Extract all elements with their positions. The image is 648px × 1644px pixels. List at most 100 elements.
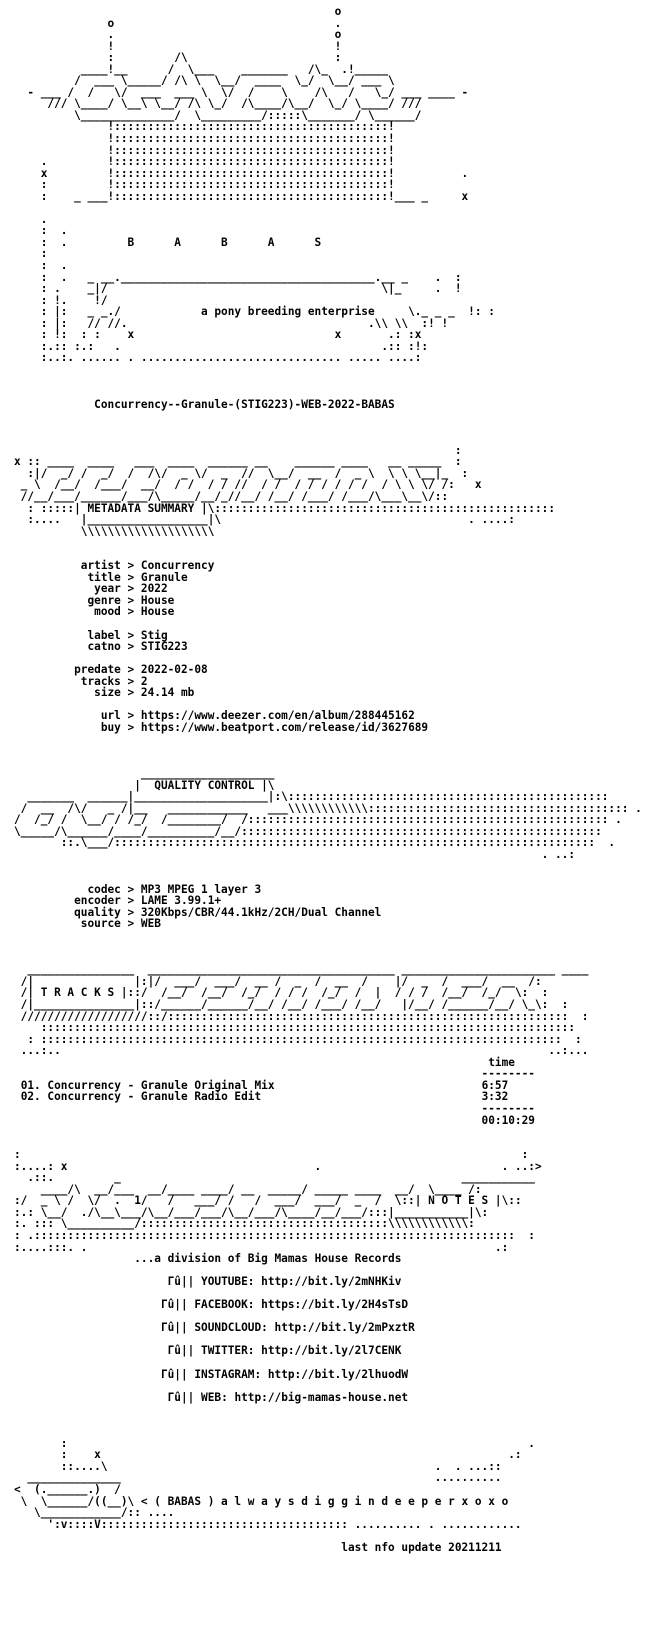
notes-link-web: Γû|| WEB: http://big-mamas-house.net bbox=[167, 1390, 409, 1404]
logo-art: : !. !/ bbox=[14, 293, 108, 307]
metadata-tracks-value: 2 bbox=[140, 674, 148, 688]
logo-art: /// \____/ \__\ \__/ /\ \_/ /\____/\__/ … bbox=[14, 97, 422, 111]
logo-art: ____!__ / \___ _______ /\_ .!_____ bbox=[14, 62, 389, 76]
notes-link-youtube: Γû|| YOUTUBE: http://bit.ly/2mNHKiv bbox=[167, 1275, 402, 1289]
metadata-section-title: METADATA SUMMARY bbox=[87, 501, 195, 515]
footer-art: : x .: bbox=[14, 1448, 522, 1462]
blank-line bbox=[14, 1403, 642, 1415]
tracks-banner-art: ________________ _______________________… bbox=[14, 963, 589, 977]
release-name-line: Concurrency--Granule-(STIG223)-WEB-2022-… bbox=[14, 398, 642, 411]
tracks-title-line: /| T R A C K S |::/ /__/ /__/ /_/ / / / … bbox=[14, 986, 549, 1000]
logo-art: !:::::::::::::::::::::::::::::::::::::::… bbox=[14, 120, 395, 134]
footer-art: ::....\ . . ...:: bbox=[14, 1459, 502, 1473]
logo-art: :.:: :.: . .:: :!: bbox=[14, 339, 429, 353]
notes-banner-art: :....: x . . ..:> bbox=[14, 1159, 542, 1173]
tracks-banner-art: ///////////////////::/::::::::::::::::::… bbox=[14, 1009, 589, 1023]
logo-art: : bbox=[14, 247, 48, 261]
notes-link-url[interactable]: http://bit.ly/2mNHKiv bbox=[261, 1275, 402, 1289]
last-update: last nfo update 20211211 bbox=[341, 1540, 502, 1554]
metadata-buy-row: buy > https://www.beatport.com/release/i… bbox=[14, 720, 429, 734]
metadata-label-value: Stig bbox=[140, 628, 168, 642]
tracks-rule: -------- bbox=[14, 1067, 535, 1081]
quality-encoder-value: LAME 3.99.1+ bbox=[140, 894, 222, 908]
blank-line bbox=[14, 941, 642, 953]
blank-line bbox=[14, 1530, 642, 1542]
blank-line bbox=[14, 376, 642, 388]
notes-link-label: SOUNDCLOUD bbox=[194, 1321, 262, 1335]
logo-art: x !:::::::::::::::::::::::::::::::::::::… bbox=[14, 166, 469, 180]
tagline-line: : |: _ _./ a pony breeding enterprise \.… bbox=[14, 305, 495, 319]
blank-line bbox=[14, 1415, 642, 1427]
metadata-mood-row: mood > House bbox=[14, 605, 175, 619]
logo-art: : . _|/ \|_ . ! bbox=[14, 282, 462, 296]
logo-art: - ___ / / \/ ___ ___ \ \/ / \ /\ / \_/ _… bbox=[14, 85, 469, 99]
metadata-predate-row: predate > 2022-02-08 bbox=[14, 663, 208, 677]
metadata-catno-row: catno > STIG223 bbox=[14, 640, 188, 654]
logo-art: : |: // //. .\\ \\ :! ! bbox=[14, 316, 449, 330]
tagline: a pony breeding enterprise bbox=[201, 305, 375, 319]
blank-line bbox=[14, 1126, 642, 1138]
metadata-size-row: size > 24.14 mb bbox=[14, 686, 195, 700]
logo-art: . o bbox=[14, 28, 342, 42]
metadata-banner-art: : bbox=[14, 443, 462, 457]
logo-art: !:::::::::::::::::::::::::::::::::::::::… bbox=[14, 143, 395, 157]
notes-banner-art: : : bbox=[14, 1148, 529, 1162]
track-number: 02. bbox=[20, 1090, 41, 1104]
blank-line bbox=[14, 930, 642, 942]
quality-codec-row: codec > MP3 MPEG 1 layer 3 bbox=[14, 882, 262, 896]
notes-link-url[interactable]: http://bit.ly/2l7CENK bbox=[261, 1344, 402, 1358]
footer-art: ':v::::V::::::::::::::::::::::::::::::::… bbox=[14, 1517, 522, 1531]
tracks-banner-art: ...:.. ..:... bbox=[14, 1044, 589, 1058]
notes-link-instagram: Γû|| INSTAGRAM: http://bit.ly/2lhuodW bbox=[160, 1367, 409, 1381]
notes-banner-art: :....:::. . .: bbox=[14, 1240, 509, 1254]
tracks-total-time: 00:10:29 bbox=[481, 1113, 535, 1127]
group-letters: B A B A S bbox=[127, 235, 322, 249]
metadata-url-value[interactable]: https://www.deezer.com/en/album/28844516… bbox=[140, 709, 415, 723]
blank-line bbox=[14, 410, 642, 422]
quality-codec-value: MP3 MPEG 1 layer 3 bbox=[140, 882, 262, 896]
metadata-title-row: title > Granule bbox=[14, 570, 188, 584]
notes-link-url[interactable]: https://bit.ly/2H4sTsD bbox=[261, 1298, 409, 1312]
metadata-tracks-row: tracks > 2 bbox=[14, 674, 148, 688]
logo-art: : !:::::::::::::::::::::::::::::::::::::… bbox=[14, 178, 395, 192]
footer-art: \____________/:: .... bbox=[14, 1506, 175, 1520]
metadata-title-value: Granule bbox=[140, 570, 188, 584]
metadata-artist-value: Concurrency bbox=[140, 559, 215, 573]
metadata-banner-art: //__/___/______/___/\_____/__/_//__/ /__… bbox=[14, 489, 449, 503]
notes-link-url[interactable]: http://big-mamas-house.net bbox=[234, 1390, 409, 1404]
footer-art: < (.______.) / bbox=[14, 1483, 121, 1496]
notes-division: ...a division of Big Mamas House Records bbox=[134, 1252, 402, 1266]
notes-banner-art: .::. _ ___________ bbox=[14, 1171, 535, 1185]
notes-link-label: WEB bbox=[201, 1390, 222, 1404]
group-letters-line: : . B A B A S bbox=[14, 235, 322, 249]
logo-art: :..:. ...... . .........................… bbox=[14, 351, 422, 365]
metadata-genre-value: House bbox=[140, 593, 175, 607]
notes-link-url[interactable]: http://bit.ly/2lhuodW bbox=[267, 1367, 409, 1381]
metadata-buy-value[interactable]: https://www.beatport.com/release/id/3627… bbox=[140, 720, 429, 734]
metadata-banner-art: \\\\\\\\\\\\\\\\\\\\ bbox=[14, 524, 215, 538]
link-bullet-icon: Γû|| bbox=[167, 1344, 195, 1358]
metadata-banner-art: :|/ _/ / _/ / /\/ _ \/ _ // \__/ __ / _ … bbox=[14, 466, 469, 480]
track-row: 01. Concurrency - Granule Original Mix 6… bbox=[14, 1080, 642, 1092]
notes-banner-art: :. ::: \__________/:::::::::::::::::::::… bbox=[14, 1217, 475, 1231]
logo-art bbox=[14, 202, 642, 214]
logo-art: : !: : : x x .: :x bbox=[14, 328, 422, 342]
logo-art: o bbox=[14, 5, 342, 18]
logo-art: / ___ \_____/ /\ \ \__/ ____ \_/ \__/ __… bbox=[14, 74, 395, 88]
track-duration: 6:57 bbox=[481, 1078, 509, 1092]
footer-art: ______________ .......... bbox=[14, 1471, 502, 1485]
link-bullet-icon: Γû|| bbox=[167, 1275, 195, 1289]
track-duration: 3:32 bbox=[481, 1090, 509, 1104]
logo-art: . !:::::::::::::::::::::::::::::::::::::… bbox=[14, 155, 395, 169]
notes-link-facebook: Γû|| FACEBOOK: https://bit.ly/2H4sTsD bbox=[160, 1298, 409, 1312]
quality-banner-art: / /_/ / \__/ / /_/ /________/ /:::::::::… bbox=[14, 813, 622, 827]
metadata-predate-value: 2022-02-08 bbox=[140, 663, 208, 677]
blank-line bbox=[14, 364, 642, 376]
nfo-document: o o . . o ! ! : /\ : bbox=[14, 6, 642, 1553]
notes-link-label: YOUTUBE bbox=[201, 1275, 248, 1289]
blank-line bbox=[14, 618, 642, 630]
notes-link-url[interactable]: http://bit.ly/2mPxztR bbox=[274, 1321, 415, 1335]
quality-banner-art: _______ ______|____________________|:\::… bbox=[14, 790, 609, 804]
footer-art: : . bbox=[14, 1436, 535, 1450]
notes-link-label: INSTAGRAM bbox=[194, 1367, 255, 1381]
